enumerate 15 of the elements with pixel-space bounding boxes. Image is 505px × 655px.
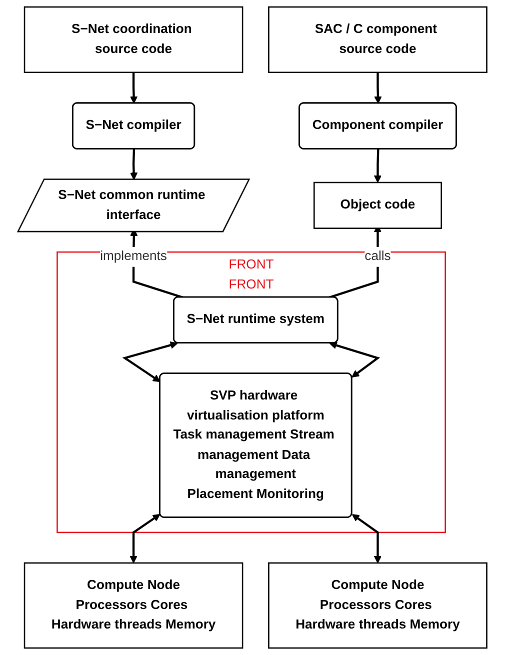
arrow: [329, 342, 380, 378]
node-box: Compute Node Processors Cores Hardware threads Memory: [268, 562, 488, 649]
arrow: [130, 72, 138, 104]
arrow: [374, 149, 382, 183]
arrow: [130, 149, 138, 180]
arrow: [130, 514, 160, 564]
arrow: [352, 514, 382, 564]
edge-label: implements: [100, 248, 168, 264]
node-box: Object code: [314, 182, 442, 229]
node-box: SAC / C component source code: [268, 6, 488, 74]
node-box: Compute Node Processors Cores Hardware threads Memory: [24, 562, 244, 649]
arrow: [122, 341, 178, 382]
edge-label: calls: [364, 248, 391, 264]
arrow: [374, 72, 382, 104]
node-box: S−Net coordination source code: [24, 6, 244, 74]
